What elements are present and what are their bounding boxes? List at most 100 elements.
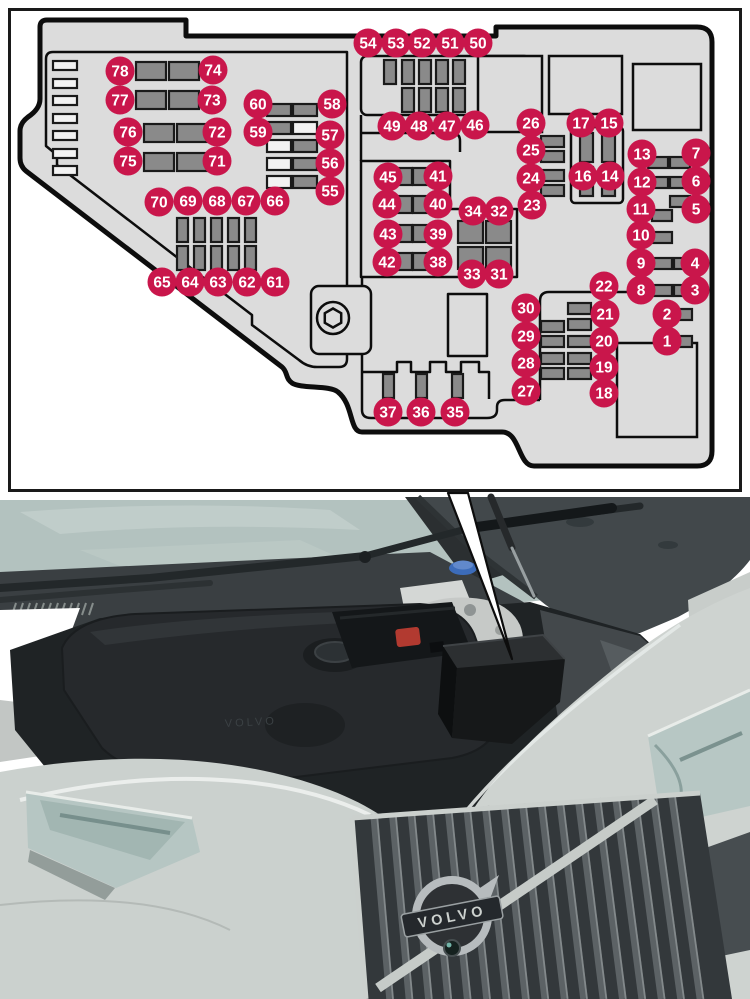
callout-number: 54	[359, 36, 377, 53]
volvo-emblem: VOLVO	[400, 875, 504, 957]
engine-cover-text: VOLVO	[225, 715, 278, 730]
callout-number: 37	[379, 405, 396, 422]
callout-number: 9	[637, 256, 646, 273]
battery	[332, 602, 472, 668]
fuse-slot	[175, 151, 209, 173]
callout-number: 56	[321, 156, 339, 173]
callout-number: 7	[692, 146, 701, 163]
callout-32: 32	[484, 196, 514, 226]
callout-number: 68	[208, 194, 226, 211]
callout-number: 34	[464, 204, 482, 221]
callout-number: 20	[595, 334, 612, 351]
callout-52: 52	[407, 28, 437, 58]
fuse-slot	[175, 244, 190, 272]
callout-number: 72	[208, 125, 225, 142]
callout-number: 71	[208, 154, 226, 171]
callout-number: 63	[209, 275, 227, 292]
washer-fluid-cap	[449, 560, 477, 575]
callout-48: 48	[404, 111, 434, 141]
grille-slat	[370, 813, 394, 999]
callout-40: 40	[423, 189, 453, 219]
grille-slat	[667, 792, 705, 999]
callout-56: 56	[315, 148, 345, 178]
fuse-slot	[291, 120, 319, 136]
callout-number: 39	[429, 227, 447, 244]
callout-number: 33	[463, 267, 481, 284]
fuse-slot	[417, 58, 433, 86]
grille-slat	[500, 804, 530, 999]
callout-60: 60	[243, 89, 273, 119]
callout-24: 24	[516, 163, 546, 193]
callout-number: 44	[378, 197, 396, 214]
callout-number: 42	[378, 255, 395, 272]
callout-number: 1	[663, 334, 672, 351]
callout-number: 16	[574, 169, 592, 186]
callout-number: 14	[601, 169, 619, 186]
fuse-slot	[51, 59, 79, 72]
grille-slat	[630, 795, 666, 999]
callout-42: 42	[372, 247, 402, 277]
callout-26: 26	[516, 108, 546, 138]
callout-number: 25	[522, 143, 540, 160]
callout-31: 31	[484, 259, 514, 289]
callout-39: 39	[423, 219, 453, 249]
callout-18: 18	[589, 378, 619, 408]
callout-number: 35	[446, 405, 464, 422]
callout-33: 33	[457, 259, 487, 289]
fusebox-cover	[438, 633, 566, 744]
fuse-slot	[451, 86, 467, 114]
callout-7: 7	[681, 138, 711, 168]
grille-slats	[370, 792, 705, 999]
callout-68: 68	[202, 186, 232, 216]
fuse-slot	[51, 129, 79, 142]
callout-70: 70	[144, 187, 174, 217]
callout-number: 57	[321, 128, 338, 145]
callout-number: 67	[237, 194, 254, 211]
callout-19: 19	[589, 352, 619, 382]
grille-slat-highlight	[617, 796, 647, 999]
bolt-icon	[315, 300, 351, 336]
callout-number: 21	[596, 307, 614, 324]
callout-number: 17	[572, 116, 589, 133]
callout-5: 5	[681, 194, 711, 224]
grille-slat	[649, 793, 685, 999]
callout-20: 20	[589, 326, 619, 356]
callout-64: 64	[175, 267, 205, 297]
fuse-slot	[192, 216, 207, 244]
callout-number: 12	[633, 175, 650, 192]
fuse-slot	[450, 372, 465, 400]
callout-number: 75	[119, 154, 137, 171]
callout-28: 28	[511, 348, 541, 378]
grille-slat	[556, 800, 588, 999]
callout-50: 50	[463, 28, 493, 58]
callout-22: 22	[589, 271, 619, 301]
callout-number: 23	[523, 198, 541, 215]
callout-number: 31	[490, 267, 508, 284]
fuse-slot	[209, 216, 224, 244]
callout-15: 15	[594, 108, 624, 138]
fuse-slot	[566, 366, 593, 381]
callout-number: 66	[266, 194, 284, 211]
callout-49: 49	[377, 111, 407, 141]
callout-1: 1	[652, 326, 682, 356]
fuse-slot	[51, 94, 79, 107]
fuse-slot	[265, 138, 293, 154]
callout-number: 45	[379, 170, 397, 187]
fuse-slot	[226, 244, 241, 272]
wiper-arms	[0, 502, 644, 603]
callout-13: 13	[627, 139, 657, 169]
callout-number: 4	[691, 256, 700, 273]
callout-number: 59	[249, 125, 267, 142]
callout-21: 21	[590, 299, 620, 329]
grille-camera-icon	[443, 939, 461, 957]
grille-slat-highlight	[580, 799, 608, 999]
callout-number: 27	[517, 384, 534, 401]
callout-number: 65	[153, 275, 171, 292]
fuse-slot	[417, 86, 433, 114]
callout-6: 6	[681, 166, 711, 196]
callout-number: 61	[266, 275, 284, 292]
callout-38: 38	[423, 247, 453, 277]
